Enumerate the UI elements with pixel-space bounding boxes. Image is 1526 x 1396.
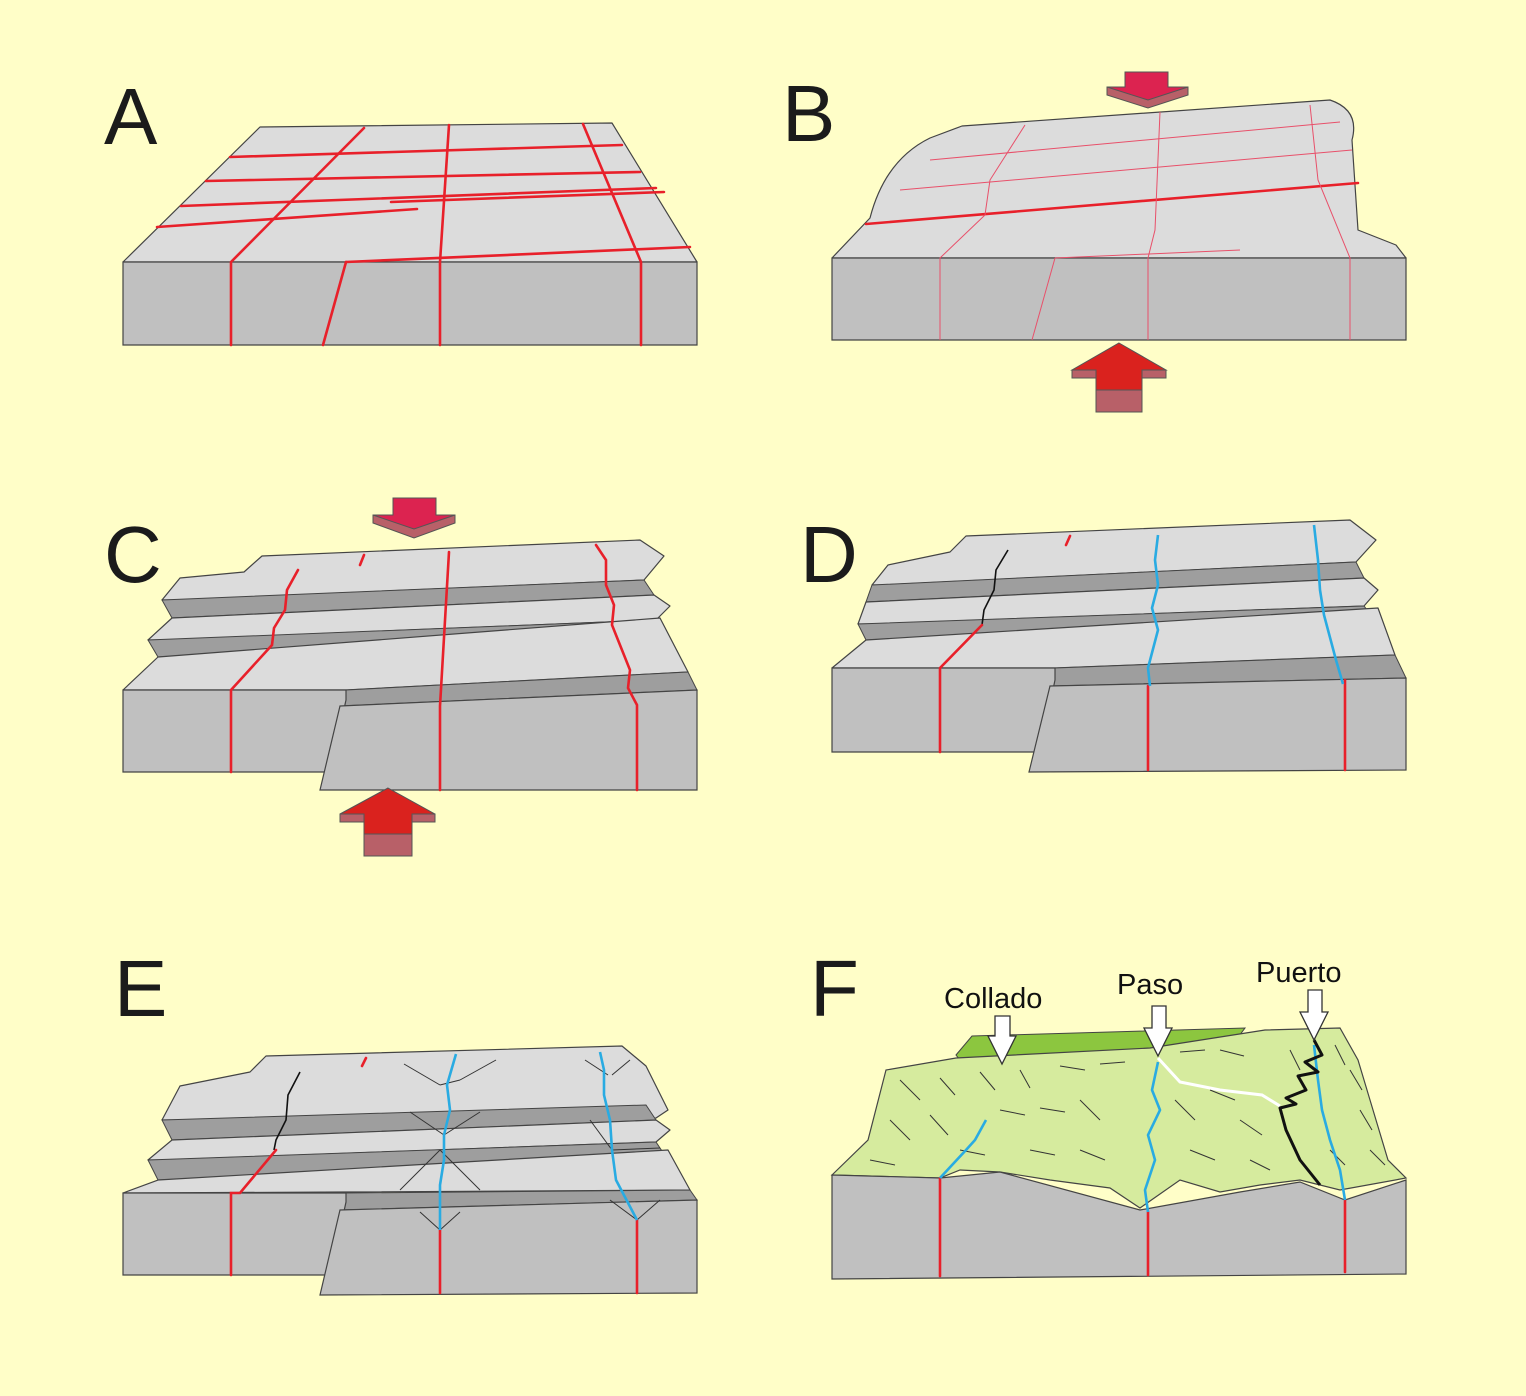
callout-arrow-icon — [1298, 989, 1330, 1042]
vegetation-hatching — [869, 1044, 1386, 1171]
river-lines — [1146, 524, 1345, 687]
panel-letter-b: B — [782, 69, 835, 158]
panel-letter-d: D — [800, 510, 858, 599]
panel-c: C — [104, 497, 698, 857]
label-puerto: Puerto — [1256, 957, 1341, 989]
river-lines — [438, 1051, 639, 1230]
callout-arrow-icon — [1142, 1005, 1174, 1058]
block-front-right — [319, 1199, 698, 1296]
block-front-left — [831, 667, 1056, 753]
compression-arrow-up-icon — [1070, 342, 1168, 413]
block-front-right — [319, 689, 698, 791]
block-front — [831, 257, 1407, 341]
panel-b: B — [782, 69, 1407, 413]
fault-lines — [938, 534, 1347, 772]
panel-f: F — [810, 944, 1408, 1280]
compression-arrow-down-icon — [1106, 71, 1189, 109]
block-tier-3 — [161, 1045, 669, 1121]
panel-a: A — [104, 72, 698, 347]
facet-lines — [399, 1059, 661, 1231]
panel-d: D — [800, 510, 1407, 773]
block-front — [122, 261, 698, 346]
block-front-left — [122, 1192, 347, 1276]
callout-arrow-icon — [986, 1015, 1018, 1066]
block-front — [831, 1171, 1407, 1280]
panel-letter-c: C — [104, 510, 162, 599]
pass-route — [1156, 1056, 1281, 1108]
river-lines — [939, 1044, 1347, 1213]
block-top — [831, 99, 1407, 259]
label-collado: Collado — [944, 983, 1042, 1015]
fault-lines — [229, 1056, 639, 1295]
puerto-route — [1278, 1039, 1324, 1186]
fault-lines — [155, 122, 692, 347]
fault-lines — [229, 543, 639, 792]
panel-letter-a: A — [104, 72, 158, 161]
fault-lines — [864, 104, 1360, 341]
fault-lines — [938, 1176, 1347, 1278]
panel-letter-e: E — [114, 944, 167, 1033]
block-front-left — [122, 689, 347, 773]
block-front-right — [1028, 677, 1407, 773]
panel-e: E — [114, 944, 698, 1296]
label-paso: Paso — [1117, 969, 1183, 1001]
vegetated-surface — [830, 1027, 1408, 1209]
compression-arrow-up-icon — [339, 787, 436, 857]
compression-arrow-down-icon — [372, 497, 456, 539]
panel-letter-f: F — [810, 944, 859, 1033]
